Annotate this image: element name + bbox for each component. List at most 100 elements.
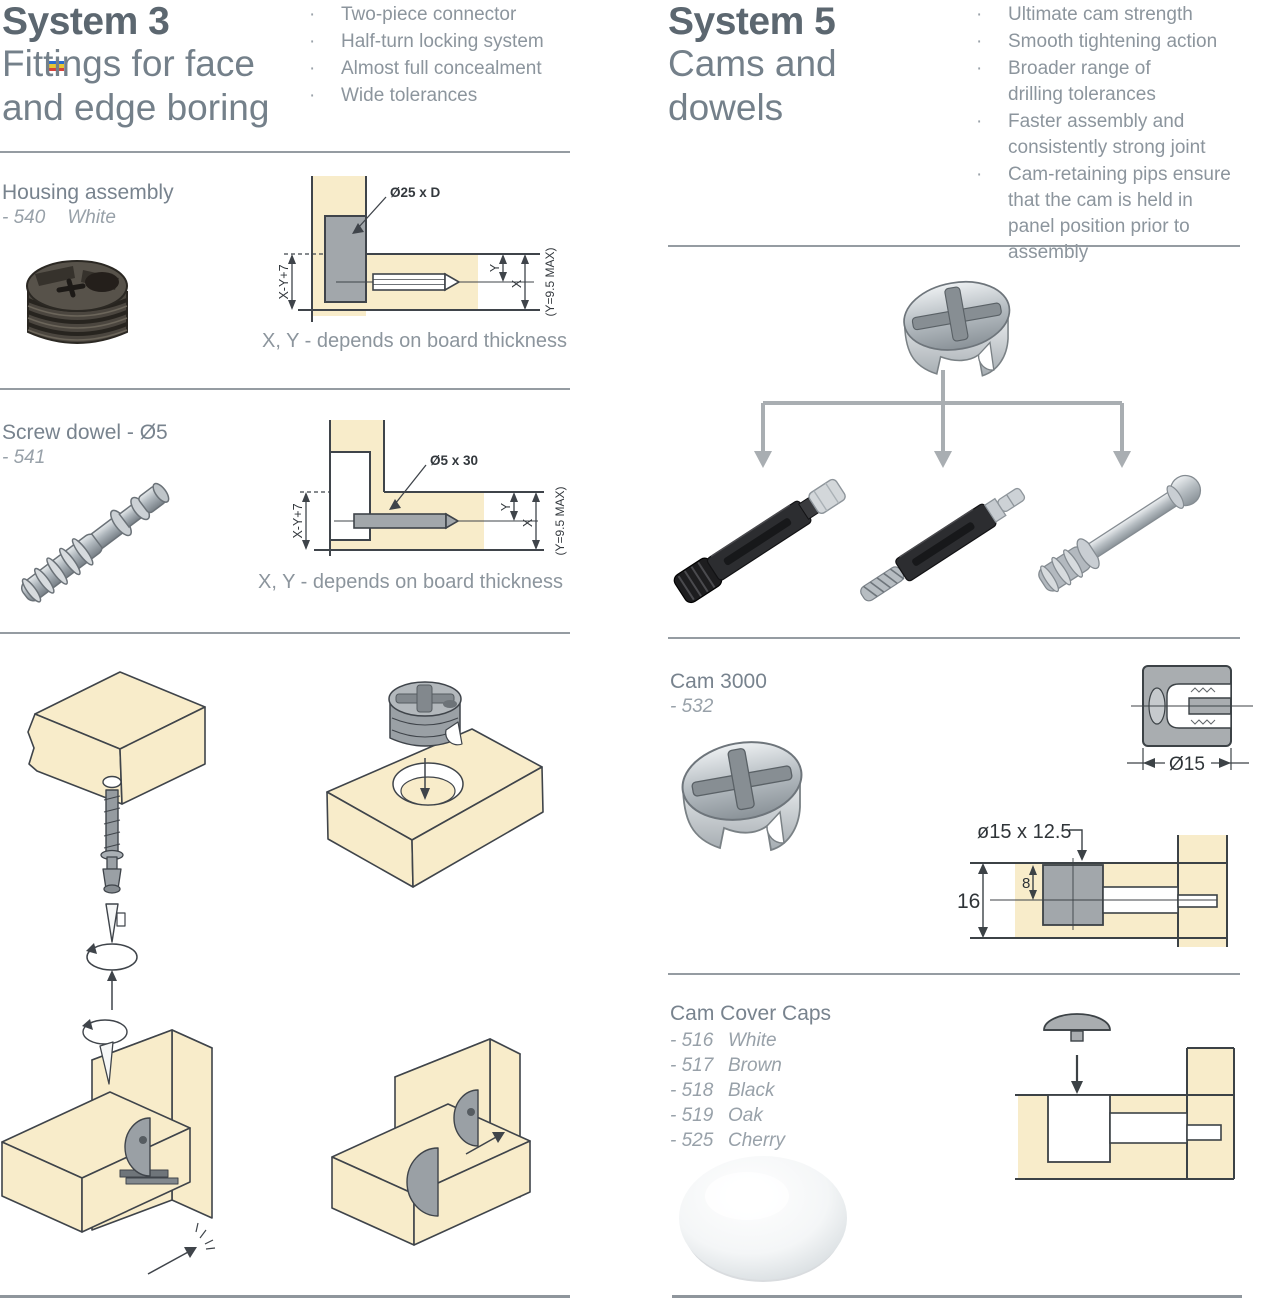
list-item: · Wide tolerances: [303, 83, 565, 109]
screw-dowel-caption: X, Y - depends on board thickness: [258, 571, 564, 593]
print-color-mark: [48, 61, 64, 71]
dim-x-label: X: [510, 279, 524, 288]
list-item: ·Faster assembly and consistently strong…: [970, 109, 1238, 161]
cam3000-code: - 532: [670, 696, 714, 717]
housing-body: [26, 260, 128, 344]
flow-arrowheads: [754, 451, 1131, 468]
cap-code: - 516: [670, 1030, 714, 1051]
illustration-join-panels-screwdriver: [1, 1019, 216, 1275]
screw-dowel-heading: Screw dowel - Ø5: [2, 421, 168, 444]
cap-finish: Brown: [728, 1055, 782, 1076]
left-feature-list: ·Two-piece connector ·Half-turn locking …: [303, 2, 565, 110]
cap-option: - 525 Cherry: [670, 1128, 785, 1153]
illustration-panels-with-cams: [331, 1038, 531, 1246]
illustration-screw-into-panel: [27, 671, 206, 1010]
cam3000-photo: [681, 741, 803, 852]
flow-arrows: [761, 370, 1124, 453]
cap-option: - 518 Black: [670, 1078, 785, 1103]
list-item: · Ultimate cam strength: [970, 2, 1238, 28]
bore-dim-label: Ø25 x D: [390, 185, 441, 200]
section-bore-label: ø15 x 12.5: [977, 821, 1072, 843]
illustration-cam-into-board: [326, 681, 544, 888]
cap-finish: Oak: [728, 1105, 763, 1126]
feature-text: Cam-retaining pips ensure that the cam i…: [1008, 164, 1231, 263]
list-item: · Half-turn locking system: [303, 29, 565, 55]
divider: [668, 245, 1240, 247]
housing-finish: White: [67, 207, 116, 228]
divider: [0, 632, 570, 634]
dimension-arrowheads: [288, 223, 529, 310]
cover-cap-photo: [679, 1156, 847, 1282]
cam-photo: [903, 281, 1011, 377]
cam3000-section-diagram: ø15 x 12.5 16 8: [957, 821, 1228, 947]
dowel-expanding-photo: [673, 478, 846, 604]
list-item: ·Almost full concealment: [303, 56, 565, 82]
cap-code: - 525: [670, 1130, 714, 1151]
cover-caps-heading: Cam Cover Caps: [670, 1002, 832, 1025]
housing-code: - 540: [2, 207, 46, 228]
section-dim-8: 8: [1022, 875, 1030, 892]
snap-burst-icon: [195, 1222, 216, 1250]
cap-insertion-diagram: [1015, 1013, 1235, 1180]
cap-option: - 517 Brown: [670, 1053, 785, 1078]
housing-assembly-photo: [26, 260, 128, 344]
cam3000-top-view-diagram: Ø15: [1127, 665, 1253, 775]
dowel-screw-in-photo: [860, 487, 1026, 602]
screw-dowel-photo: [20, 482, 170, 603]
cam-cross-slot: [691, 748, 793, 811]
cap-finish: Cherry: [728, 1130, 786, 1151]
cap-option: - 519 Oak: [670, 1103, 785, 1128]
feature-text: Broader range of drilling tolerances: [1008, 58, 1156, 105]
left-system-title: System 3: [2, 0, 170, 43]
dim-left-label: X-Y+7: [278, 264, 291, 299]
cap-code: - 517: [670, 1055, 714, 1076]
feature-text: Wide tolerances: [341, 85, 478, 106]
bullet-icon: ·: [976, 164, 983, 185]
bore-dim-label: Ø5 x 30: [430, 453, 478, 468]
list-item: · Cam-retaining pips ensure that the cam …: [970, 162, 1238, 266]
dowel-profile: [334, 512, 538, 530]
list-item: · Broader range of drilling tolerances: [970, 56, 1238, 108]
cap-code: - 519: [670, 1105, 714, 1126]
housing-bore-diagram: Ø25 x D X-Y+7 Y X (Y=9.5 MAX): [278, 176, 557, 322]
bullet-icon: ·: [976, 4, 983, 25]
dowel-metal-photo: [1038, 474, 1202, 593]
list-item: ·Smooth tightening action: [970, 29, 1238, 55]
spring-marks: [1190, 687, 1216, 725]
housing-code-line: - 540 White: [2, 206, 116, 230]
dimension-arrowheads: [302, 492, 540, 550]
bullet-icon: ·: [976, 31, 983, 52]
bottom-rule: [672, 1295, 1242, 1298]
feature-text: Almost full concealment: [341, 58, 542, 79]
cam-cross-slot: [911, 286, 1002, 342]
cam-dowel-family-diagram: [673, 281, 1202, 604]
cam3000-heading: Cam 3000: [670, 670, 767, 693]
right-system-title: System 5: [668, 0, 836, 43]
divider: [0, 151, 570, 153]
cap-code: - 518: [670, 1080, 714, 1101]
dim-x-label: X: [521, 518, 535, 527]
feature-text: Two-piece connector: [341, 4, 517, 25]
screw-profile: [336, 272, 534, 292]
feature-text: Ultimate cam strength: [1008, 4, 1193, 25]
cap-finish: Black: [728, 1080, 775, 1101]
right-system-subtitle: Cams and dowels: [668, 43, 837, 128]
screw-dowel-code: - 541: [2, 447, 46, 468]
screw-dowel-body: [20, 482, 170, 603]
housing-heading: Housing assembly: [2, 181, 174, 204]
divider: [668, 973, 1240, 975]
feature-text: Half-turn locking system: [341, 31, 544, 52]
bullet-icon: ·: [309, 85, 316, 106]
bullet-icon: ·: [976, 111, 983, 132]
dim-left-label: X-Y+7: [292, 503, 305, 538]
bullet-icon: ·: [309, 31, 316, 52]
installation-illustrations: [1, 671, 544, 1275]
list-item: ·Two-piece connector: [303, 2, 565, 28]
top-view-dim-label: Ø15: [1169, 754, 1205, 775]
divider: [0, 388, 570, 390]
housing-caption: X, Y - depends on board thickness: [262, 330, 568, 352]
bullet-icon: ·: [976, 58, 983, 79]
